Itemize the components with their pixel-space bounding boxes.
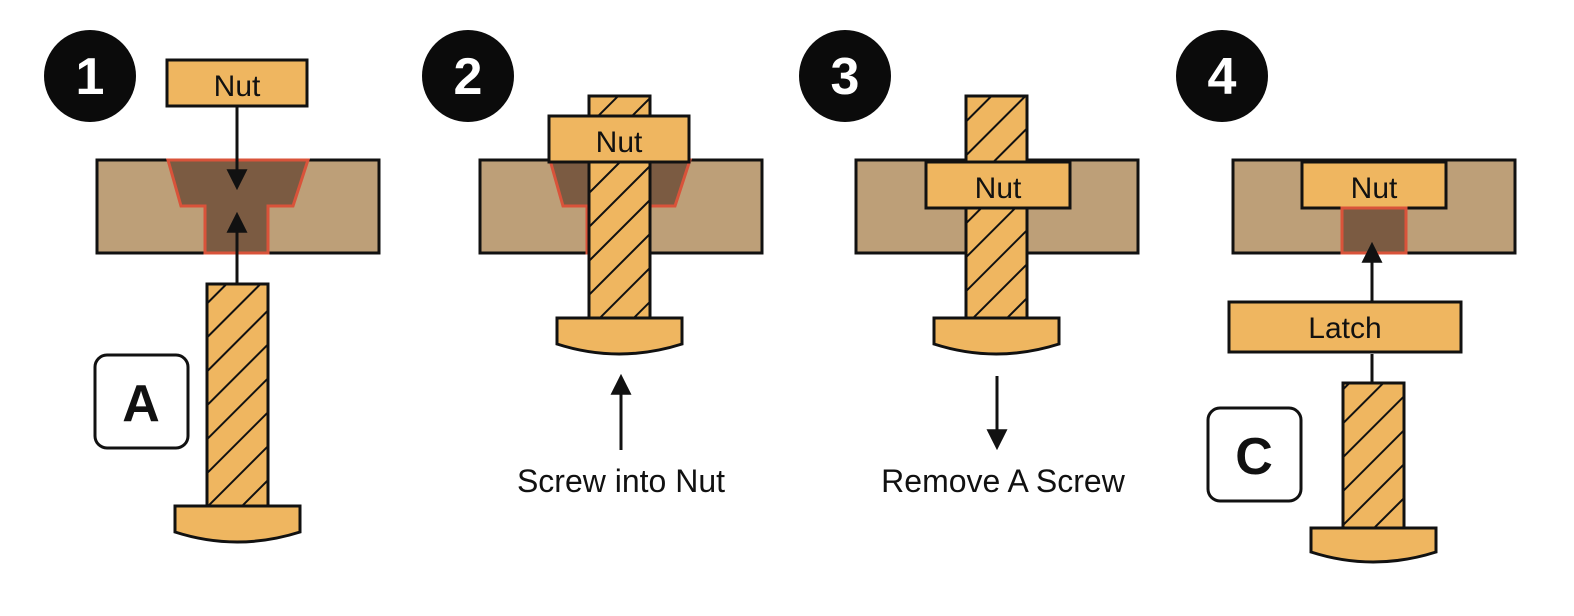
tag-label: C	[1235, 428, 1273, 486]
tag-box	[1206, 406, 1303, 503]
step-2: 2 Nut Screw into Nut	[422, 30, 764, 499]
step-1-badge	[44, 30, 136, 122]
step-2-number: 2	[454, 48, 483, 106]
screw-head	[173, 504, 302, 544]
nut-label: Nut	[1351, 172, 1398, 205]
nut	[924, 160, 1072, 210]
caption: Screw into Nut	[517, 463, 725, 499]
screw-shaft	[205, 282, 270, 508]
nut-label: Nut	[596, 126, 643, 159]
step-4: 4 Nut Latch C	[1176, 30, 1517, 564]
screw-shaft	[1341, 381, 1406, 532]
step-2-badge	[422, 30, 514, 122]
tag-box	[93, 353, 190, 450]
nut	[165, 58, 309, 108]
caption: Remove A Screw	[881, 463, 1126, 499]
latch-label: Latch	[1308, 312, 1381, 345]
step-1: 1 Nut A	[44, 30, 381, 544]
tag-label: A	[122, 375, 160, 433]
screw-head	[932, 316, 1061, 356]
step-4-number: 4	[1208, 48, 1237, 106]
step-3-badge	[799, 30, 891, 122]
step-4-badge	[1176, 30, 1268, 122]
step-3: 3 Nut Remove A Screw	[799, 30, 1140, 499]
nut	[547, 114, 691, 164]
cavity-slot	[1340, 206, 1408, 255]
screw-head	[1309, 526, 1438, 564]
nut-label: Nut	[975, 172, 1022, 205]
nut-label: Nut	[214, 70, 261, 103]
step-3-number: 3	[831, 48, 860, 106]
nut	[1300, 160, 1448, 210]
screw-head	[555, 316, 684, 356]
step-1-number: 1	[76, 48, 105, 106]
cavity-nut-slot	[166, 158, 311, 255]
latch	[1227, 300, 1463, 354]
